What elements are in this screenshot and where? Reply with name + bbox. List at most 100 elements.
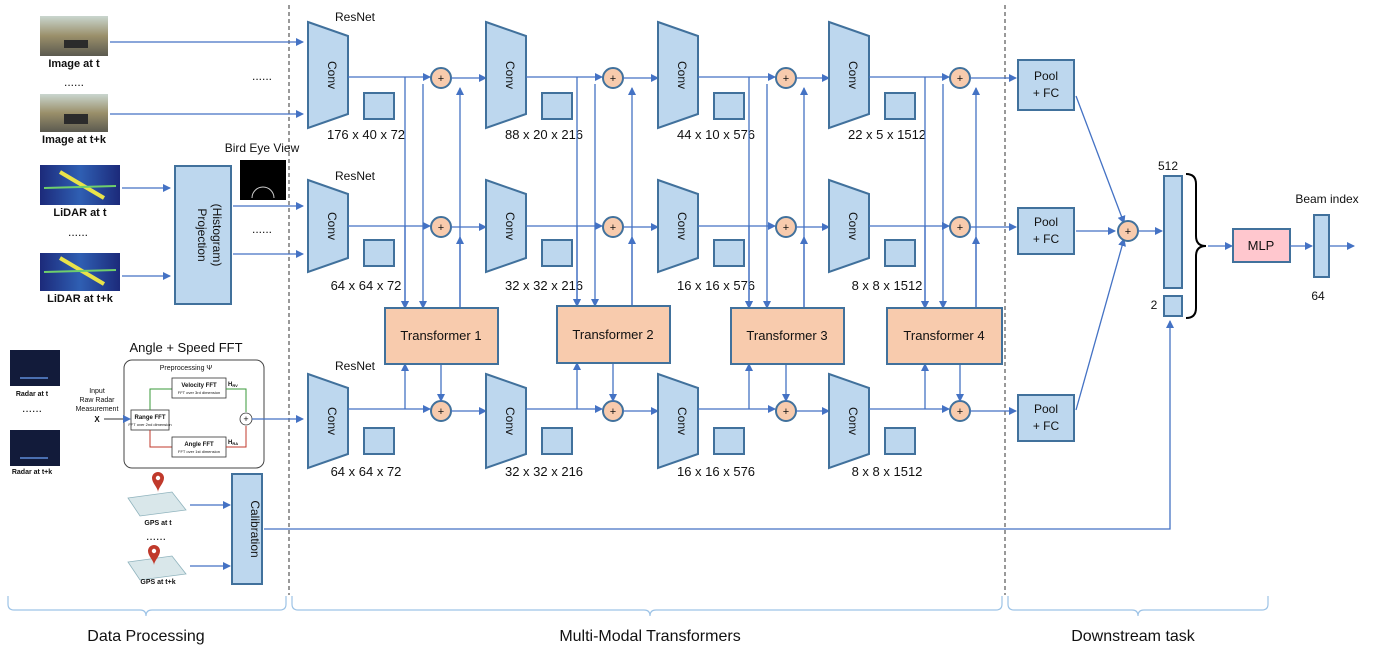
- h-rv-label: HRV: [228, 382, 238, 388]
- sum-plus-bot-2: +: [610, 406, 616, 418]
- range-fft-sub: FFT over 2nd dimension: [128, 422, 171, 427]
- conv-mid-3: [657, 178, 699, 274]
- velocity-fft-sub: FFT over 3rd dimension: [178, 390, 220, 395]
- feature-dim-bot-2: 32 x 32 x 216: [505, 464, 583, 479]
- fft-sum-plus: +: [243, 414, 248, 424]
- feature-map-bot-3: [713, 427, 745, 455]
- image-t-label: Image at t: [48, 58, 100, 70]
- conv-bot-2: [485, 372, 527, 470]
- brace-multimodal: [291, 596, 1003, 617]
- mlp-block: [1232, 228, 1291, 263]
- gps-tk-label: GPS at t+k: [140, 579, 175, 586]
- conv-top-3: [657, 20, 699, 130]
- transformer-3-block: [730, 307, 845, 365]
- calibration-label: Calibration: [248, 500, 262, 557]
- lidar-input-t: LiDAR at t: [40, 165, 120, 219]
- fc-mid-label: + FC: [1033, 232, 1060, 246]
- transformer-4-block: [886, 307, 1003, 365]
- feature-dim-mid-2: 32 x 32 x 216: [505, 278, 583, 293]
- lidar-dots: ......: [68, 225, 88, 239]
- feature-dim-mid-3: 16 x 16 x 576: [677, 278, 755, 293]
- conv-top-2-label: Conv: [503, 61, 517, 89]
- feature-dim-bot-4: 8 x 8 x 1512: [852, 464, 923, 479]
- conv-bot-4: [828, 372, 870, 470]
- resnet-top-label: ResNet: [335, 10, 376, 24]
- transformer-2-block: [556, 305, 671, 364]
- concat-brace: [1185, 173, 1207, 319]
- lidar-tk-label: LiDAR at t+k: [47, 293, 114, 305]
- conv-mid-4-label: Conv: [846, 212, 860, 240]
- feature-dim-top-2: 88 x 20 x 216: [505, 127, 583, 142]
- transformer-3-label: Transformer 3: [746, 328, 827, 343]
- mlp-label: MLP: [1248, 238, 1275, 253]
- conv-bot-1: [307, 372, 349, 470]
- section-downstream: Downstream task: [1071, 628, 1196, 645]
- conv-mid-1-label: Conv: [325, 212, 339, 240]
- feature-vector-2: [1163, 295, 1183, 317]
- image-input-t: Image at t: [40, 16, 108, 70]
- fc-bot-label: + FC: [1033, 419, 1060, 433]
- transformer-4-label: Transformer 4: [903, 328, 984, 343]
- sum-plus-mid-1: +: [438, 222, 444, 234]
- radar-input-t: Radar at t: [10, 350, 60, 398]
- projection-label-2: (Histogram): [210, 204, 224, 267]
- gps-dots: ......: [146, 529, 166, 543]
- dim-64-label: 64: [1311, 289, 1325, 303]
- conv-bot-1-label: Conv: [325, 407, 339, 435]
- conv-top-1-label: Conv: [325, 61, 339, 89]
- feature-dim-bot-3: 16 x 16 x 576: [677, 464, 755, 479]
- transformer-2-label: Transformer 2: [572, 327, 653, 342]
- feature-vector-512: [1163, 175, 1183, 289]
- resnet-bot-label: ResNet: [335, 359, 376, 373]
- angle-fft-sub: FFT over 1st dimension: [178, 449, 220, 454]
- feature-map-top-2: [541, 92, 573, 120]
- feature-dim-top-3: 44 x 10 x 576: [677, 127, 755, 142]
- pool-bot-label: Pool: [1034, 402, 1058, 416]
- arrow-pool-top-sum: [1075, 95, 1126, 224]
- dim-512-label: 512: [1158, 159, 1178, 173]
- conv-top-4: [828, 20, 870, 130]
- sum-plus-top-4: +: [957, 73, 963, 85]
- conv-top-2: [485, 20, 527, 130]
- feature-dim-mid-1: 64 x 64 x 72: [331, 278, 402, 293]
- lidar-t-label: LiDAR at t: [53, 207, 107, 219]
- feature-dim-top-4: 22 x 5 x 1512: [848, 127, 926, 142]
- final-sum-plus: +: [1125, 226, 1131, 238]
- pool-mid-label: Pool: [1034, 215, 1058, 229]
- sum-plus-top-2: +: [610, 73, 616, 85]
- feature-dim-mid-4: 8 x 8 x 1512: [852, 278, 923, 293]
- input-label-2: Raw Radar: [79, 397, 115, 404]
- sum-plus-top-1: +: [438, 73, 444, 85]
- conv-top-1: [307, 20, 349, 130]
- feature-map-mid-4: [884, 239, 916, 267]
- resnet-mid-label: ResNet: [335, 169, 376, 183]
- feature-map-top-4: [884, 92, 916, 120]
- feature-map-bot-2: [541, 427, 573, 455]
- preprocessing-label: Preprocessing Ψ: [160, 365, 213, 372]
- transformer-1-block: [384, 307, 499, 365]
- beam-index-vector: [1313, 214, 1330, 278]
- conv-bot-3-label: Conv: [675, 407, 689, 435]
- brace-data-processing: [7, 596, 287, 617]
- fft-panel: [123, 359, 265, 469]
- radar-tk-label: Radar at t+k: [12, 469, 52, 476]
- angle-speed-fft-title: Angle + Speed FFT: [129, 340, 242, 355]
- section-data-processing: Data Processing: [87, 628, 204, 645]
- radar-input-tk: Radar at t+k: [10, 430, 60, 476]
- image-conv-dots: ......: [252, 69, 272, 83]
- feature-map-mid-3: [713, 239, 745, 267]
- feature-map-bot-1: [363, 427, 395, 455]
- image-dots: ......: [64, 75, 84, 89]
- sum-plus-bot-4: +: [957, 406, 963, 418]
- input-label-3: Measurement: [76, 406, 119, 413]
- velocity-fft-block: [171, 377, 227, 399]
- image-tk-label: Image at t+k: [42, 134, 107, 146]
- multimodal-layer: Conv 176 x 40 x 72 + Conv 88 x 20 x 216 + Conv…: [307, 20, 1017, 479]
- gps-input-t: GPS at t: [127, 472, 187, 527]
- fc-top-label: + FC: [1033, 86, 1060, 100]
- sum-plus-bot-3: +: [783, 406, 789, 418]
- brace-downstream: [1007, 596, 1269, 617]
- feature-map-top-3: [713, 92, 745, 120]
- conv-mid-2-label: Conv: [503, 212, 517, 240]
- feature-dim-top-1: 176 x 40 x 72: [327, 127, 405, 142]
